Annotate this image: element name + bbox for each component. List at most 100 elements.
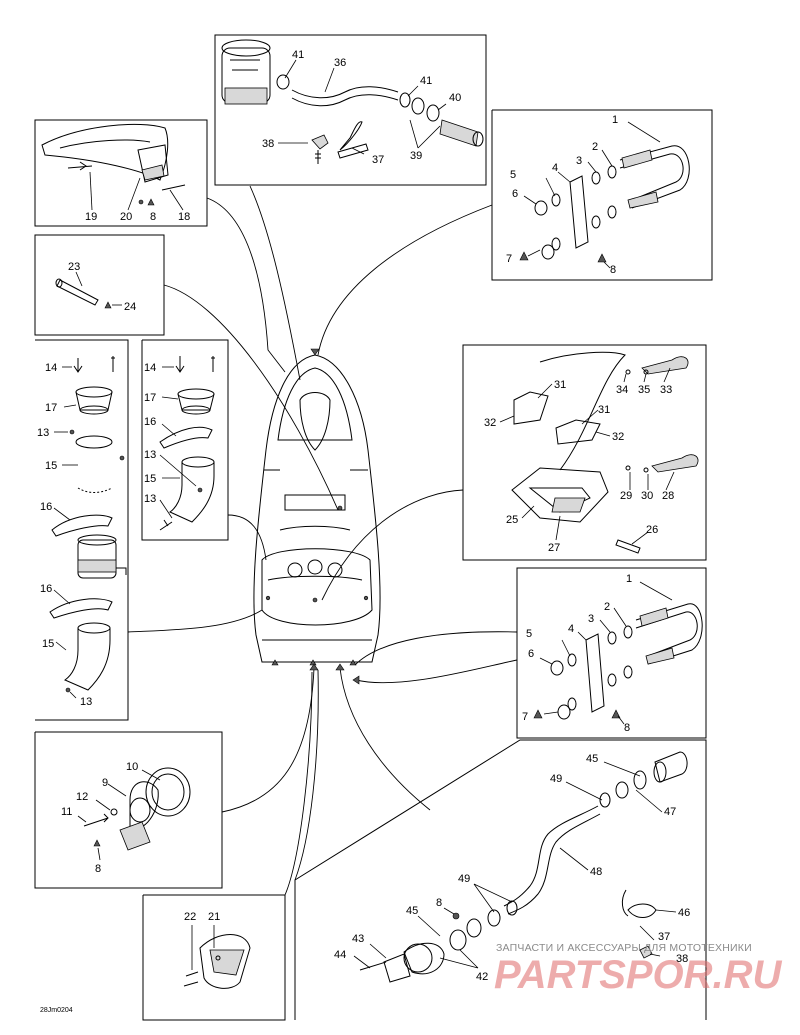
callout-15c: 15 [144,473,156,485]
callout-9: 9 [102,777,108,789]
callout-3b: 3 [588,613,594,625]
callout-44: 44 [334,949,346,961]
drain-hose-assembly [359,751,688,983]
leaders-drain [77,769,161,861]
callout-42: 42 [476,971,488,983]
watermark-logo: PARTSPOR.RU [494,953,783,997]
callout-48: 48 [590,866,602,878]
callout-49b: 49 [458,873,470,885]
callout-34: 34 [616,384,628,396]
callout-3a: 3 [576,155,582,167]
panel-seat-bracket [462,344,707,561]
panel-handle-upper [491,109,713,281]
callout-31a: 31 [554,379,566,391]
callout-18: 18 [178,211,190,223]
callout-4b: 4 [568,623,574,635]
callout-38b: 38 [676,953,688,965]
panel-pin [34,234,165,336]
callout-19: 19 [85,211,97,223]
callout-17b: 17 [144,392,156,404]
callout-8b: 8 [610,264,616,276]
callout-33: 33 [660,384,672,396]
callout-46: 46 [678,907,690,919]
callout-43: 43 [352,933,364,945]
vent-left-assembly [49,356,127,693]
callout-45b: 45 [406,905,418,917]
leaders-seat-bracket [499,367,675,545]
leaders-vent-left [53,366,78,699]
panel-cover [142,894,286,1021]
callout-32a: 32 [484,417,496,429]
callout-2a: 2 [592,141,598,153]
connector-lines [127,185,518,896]
callout-27: 27 [548,542,560,554]
callout-20: 20 [120,211,132,223]
leader-23 [75,271,83,287]
callout-16a: 16 [40,501,52,513]
callout-8a: 8 [150,211,156,223]
callout-5b: 5 [526,628,532,640]
callout-36: 36 [334,57,346,69]
callout-23: 23 [68,261,80,273]
callout-29: 29 [620,490,632,502]
leaders-drain-hose [353,761,677,969]
callout-14a: 14 [45,362,57,374]
drawing-code: 28Jm0204 [40,1007,73,1014]
callout-15a: 15 [45,460,57,472]
handle-upper-assembly [519,145,690,263]
cover-assembly [183,934,251,989]
callout-1b: 1 [626,573,632,585]
callout-6a: 6 [512,188,518,200]
callout-5a: 5 [510,169,516,181]
callout-41b: 41 [420,75,432,87]
callout-14b: 14 [144,362,156,374]
callout-22: 22 [184,911,196,923]
panel-bilge-pump [214,34,487,186]
callout-24: 24 [124,301,136,313]
leaders-top [278,59,447,155]
callout-8e: 8 [436,897,442,909]
callout-26: 26 [646,524,658,536]
callout-35: 35 [638,384,650,396]
leaders-vent-right [159,366,197,519]
callout-16b: 16 [40,583,52,595]
panel-drain-plug [34,731,223,889]
callout-13d: 13 [144,493,156,505]
callout-7b: 7 [522,711,528,723]
drain-plug-assembly [83,767,191,851]
panel-bow-eye [34,119,208,227]
panel-vent-right [141,339,229,541]
callout-39: 39 [410,150,422,162]
callout-40: 40 [449,92,461,104]
callout-4a: 4 [552,162,558,174]
callout-49a: 49 [550,773,562,785]
panel-vent-left [35,339,129,721]
callout-37b: 37 [658,931,670,943]
handle-lower-assembly [533,603,703,720]
callout-25: 25 [506,514,518,526]
callout-2b: 2 [604,601,610,613]
leaders-topright [523,121,661,269]
hull-top-view [253,354,381,666]
callout-10: 10 [126,761,138,773]
callout-8c: 8 [624,722,630,734]
leaders-lower-right [539,581,673,725]
callout-37a: 37 [372,154,384,166]
bow-handle-assembly [41,123,186,206]
bilge-pump-assembly [221,39,484,164]
callout-13c: 13 [144,449,156,461]
callout-17a: 17 [45,402,57,414]
pin-assembly [55,278,112,309]
callout-32b: 32 [612,431,624,443]
panel-drain-hose [294,739,707,1020]
vent-right-assembly [159,356,215,531]
callout-1a: 1 [612,114,618,126]
callout-30: 30 [641,490,653,502]
callout-41a: 41 [292,49,304,61]
callout-45a: 45 [586,753,598,765]
callout-21: 21 [208,911,220,923]
callout-31b: 31 [598,404,610,416]
watermark-tagline: ЗАПЧАСТИ И АКСЕССУАРЫ ДЛЯ МОТОТЕХНИКИ [496,942,752,954]
callout-16c: 16 [144,416,156,428]
